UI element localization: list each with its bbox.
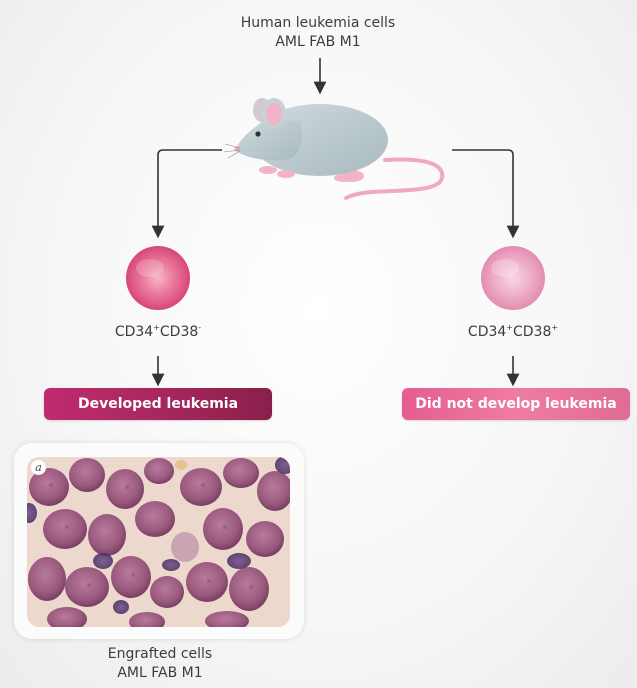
right-marker-b: CD38 — [513, 324, 552, 340]
arrow-right-branch — [452, 149, 520, 239]
cell-cd34pos-cd38pos — [481, 246, 545, 310]
arrow-left-branch — [151, 149, 222, 239]
source-title-line2: AML FAB M1 — [275, 34, 361, 50]
right-marker-label: CD34+CD38+ — [433, 323, 593, 340]
caption-line1: Engrafted cells — [107, 646, 213, 662]
caption-line2: AML FAB M1 — [117, 665, 203, 681]
outcome-did-not-develop-leukemia: Did not develop leukemia — [402, 388, 630, 420]
left-marker-a: CD34 — [114, 324, 154, 340]
micrograph-caption: Engrafted cells AML FAB M1 — [60, 645, 260, 683]
left-marker-a-sup: + — [153, 323, 160, 332]
left-marker-b-sup: - — [198, 323, 202, 332]
mouse-illustration — [223, 98, 445, 200]
outcome-developed-leukemia: Developed leukemia — [44, 388, 272, 420]
micrograph-engrafted-cells — [27, 457, 290, 627]
source-title: Human leukemia cells AML FAB M1 — [168, 14, 468, 52]
right-marker-a: CD34 — [467, 324, 507, 340]
source-title-line1: Human leukemia cells — [240, 15, 396, 31]
cell-cd34pos-cd38neg — [126, 246, 190, 310]
right-marker-b-sup: + — [551, 323, 559, 332]
left-marker-b: CD38 — [159, 324, 199, 340]
right-marker-a-sup: + — [506, 323, 513, 332]
panel-letter-badge: a — [31, 460, 46, 475]
left-marker-label: CD34+CD38- — [78, 323, 238, 340]
micrograph-image — [27, 457, 290, 627]
